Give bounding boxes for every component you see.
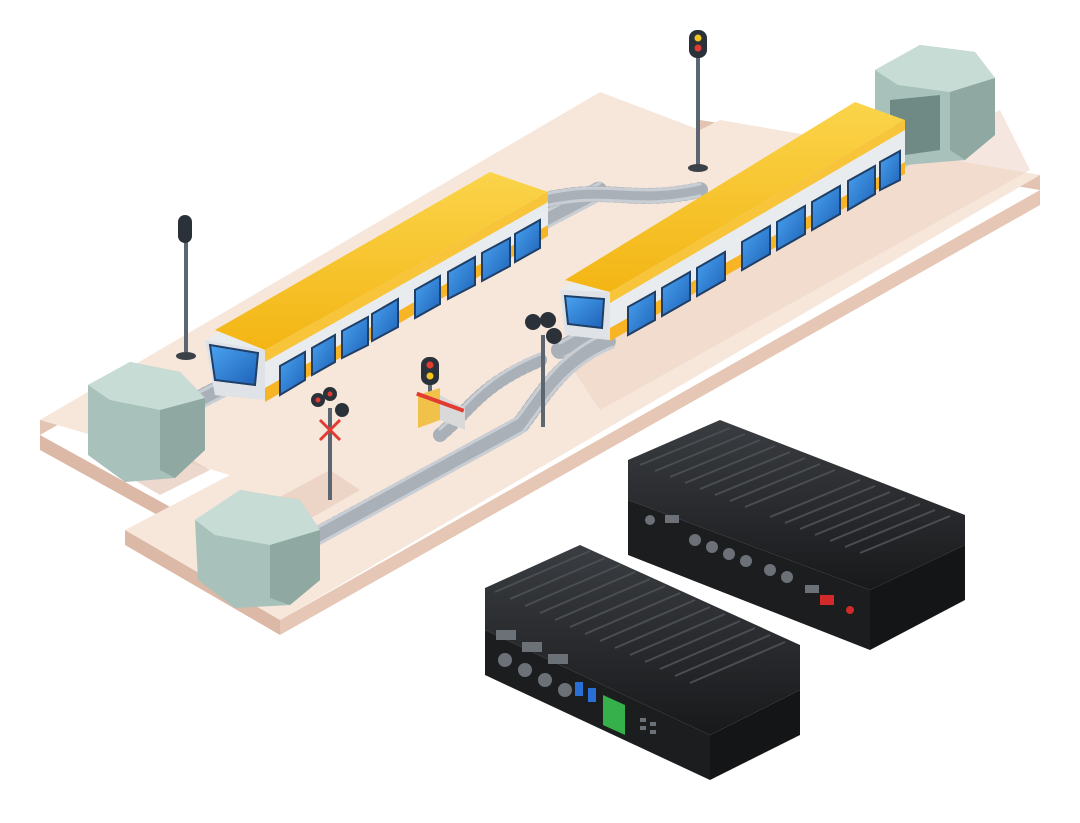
left-train-icon <box>205 172 548 402</box>
left-tunnel-icon <box>88 362 205 482</box>
level-crossing-barrier-icon <box>416 388 465 430</box>
bottom-tunnel-icon <box>195 490 320 608</box>
industrial-pc-back-icon <box>628 420 965 650</box>
right-train-icon <box>560 102 905 341</box>
industrial-pc-front-icon <box>485 545 800 780</box>
